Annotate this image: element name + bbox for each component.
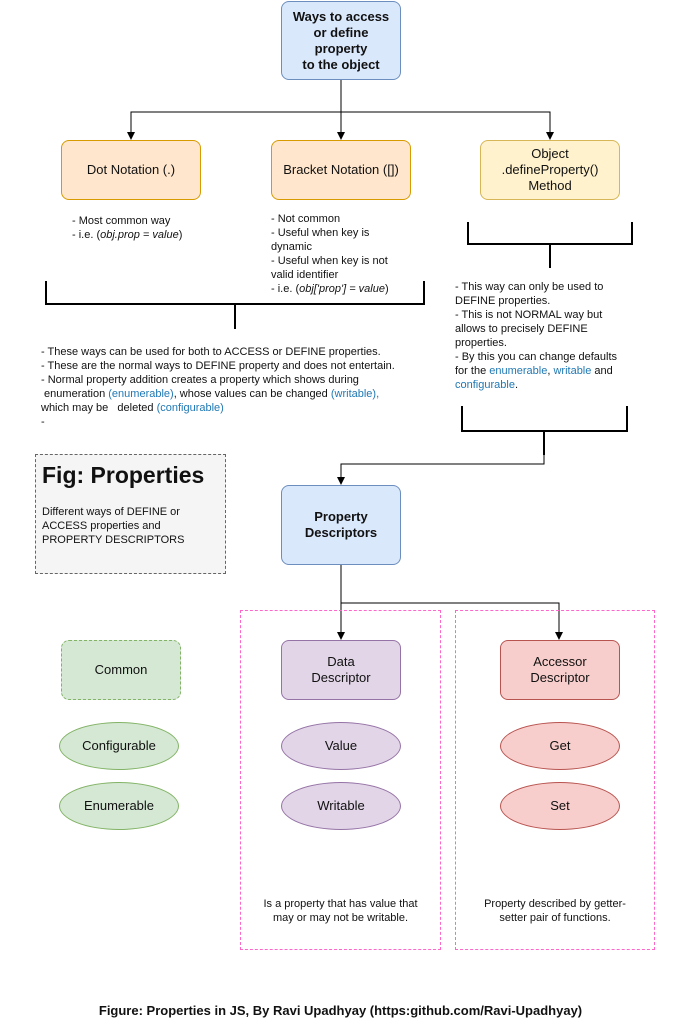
note-line: Property described by getter- xyxy=(484,898,626,910)
common-ways-notes: - These ways can be used for both to ACC… xyxy=(41,345,395,429)
note-line: allows to precisely DEFINE xyxy=(455,323,588,335)
accessor-descriptor-frame xyxy=(455,610,655,950)
note-line: - Most common way xyxy=(72,215,171,227)
note-line: - By this you can change defaults xyxy=(455,351,618,363)
note-line: enumeration (enumerable), whose values c… xyxy=(41,388,380,400)
note-line: - Useful when key is xyxy=(271,227,370,239)
define-property-line: Object xyxy=(531,146,569,161)
figure-description-line: PROPERTY DESCRIPTORS xyxy=(42,534,185,546)
configurable-label: Configurable xyxy=(82,738,156,753)
root-line: to the object xyxy=(302,56,380,72)
note-line: valid identifier xyxy=(271,269,339,281)
configurable-link: configurable xyxy=(455,379,515,391)
value-node[interactable]: Value xyxy=(281,722,401,770)
define-property-notes: - This way can only be used to DEFINE pr… xyxy=(455,280,617,392)
root-line: or define xyxy=(313,24,369,40)
figure-legend-box: Fig: Properties Different ways of DEFINE… xyxy=(35,454,226,574)
set-node[interactable]: Set xyxy=(500,782,620,830)
bracket-notation-node[interactable]: Bracket Notation ([]) xyxy=(271,140,411,200)
note-line: - Useful when key is not xyxy=(271,255,388,267)
brace-define-property xyxy=(467,222,633,268)
root-line: property xyxy=(314,40,368,56)
note-line: - These are the normal ways to DEFINE pr… xyxy=(41,360,395,372)
accessor-descriptor-line: Accessor xyxy=(533,654,587,669)
value-label: Value xyxy=(324,738,358,753)
root-line: Ways to access xyxy=(292,8,390,24)
data-descriptor-node[interactable]: Data Descriptor xyxy=(281,640,401,700)
figure-description: Different ways of DEFINE or ACCESS prope… xyxy=(42,505,184,547)
writable-link: writable xyxy=(553,365,592,377)
set-label: Set xyxy=(550,798,570,813)
enumerable-node[interactable]: Enumerable xyxy=(59,782,179,830)
configurable-link: (configurable) xyxy=(156,402,224,414)
bracket-notation-label: Bracket Notation ([]) xyxy=(283,162,399,177)
figure-caption: Figure: Properties in JS, By Ravi Upadhy… xyxy=(98,1003,583,1018)
edge-brace-to-descriptors xyxy=(337,432,545,485)
note-line: which may be deleted (configurable) xyxy=(41,402,224,414)
figure-description-line: ACCESS properties and xyxy=(42,520,161,532)
accessor-descriptor-line: Descriptor xyxy=(530,670,590,685)
writable-label: Writable xyxy=(317,798,365,813)
edge-descriptors-to-accessor xyxy=(341,602,563,640)
note-line: DEFINE properties. xyxy=(455,295,551,307)
property-descriptors-line: Descriptors xyxy=(304,525,378,540)
accessor-descriptor-node[interactable]: Accessor Descriptor xyxy=(500,640,620,700)
brace-define-notes xyxy=(461,406,628,455)
note-line: Is a property that has value that xyxy=(263,898,418,910)
note-line: configurable. xyxy=(455,379,518,391)
define-property-line: Method xyxy=(528,178,572,193)
enumerable-label: Enumerable xyxy=(83,798,155,813)
dot-notation-label: Dot Notation (.) xyxy=(86,162,176,177)
note-line: - xyxy=(41,416,45,428)
note-line: setter pair of functions. xyxy=(499,912,611,924)
note-line: - i.e. (obj['prop'] = value) xyxy=(271,283,389,295)
common-node[interactable]: Common xyxy=(61,640,181,700)
note-line: - These ways can be used for both to ACC… xyxy=(41,346,381,358)
enumerable-link: enumerable xyxy=(489,365,548,377)
configurable-node[interactable]: Configurable xyxy=(59,722,179,770)
note-line: - Normal property addition creates a pro… xyxy=(41,374,359,386)
note-line: - i.e. (obj.prop = value) xyxy=(72,229,183,241)
note-line: dynamic xyxy=(271,241,312,253)
note-line: - This is not NORMAL way but xyxy=(455,309,603,321)
note-line: for the enumerable, writable and xyxy=(455,365,613,377)
data-descriptor-line: Data xyxy=(327,654,355,669)
edge-root-to-dot xyxy=(127,80,342,140)
get-label: Get xyxy=(549,738,571,753)
data-descriptor-frame xyxy=(240,610,441,950)
brace-common-ways xyxy=(45,281,425,329)
figure-title: Fig: Properties xyxy=(42,462,205,488)
dot-notation-notes: - Most common way - i.e. (obj.prop = val… xyxy=(72,214,182,242)
note-line: may or may not be writable. xyxy=(272,912,409,924)
define-property-node[interactable]: Object .defineProperty() Method xyxy=(480,140,620,200)
define-property-line: .defineProperty() xyxy=(501,162,599,177)
note-line: - Not common xyxy=(271,213,341,225)
edge-root-to-define xyxy=(341,111,554,140)
bracket-notation-notes: - Not common - Useful when key is dynami… xyxy=(271,212,389,296)
figure-description-line: Different ways of DEFINE or xyxy=(42,506,180,518)
data-descriptor-line: Descriptor xyxy=(311,670,371,685)
note-line: properties. xyxy=(455,337,507,349)
note-line: - This way can only be used to xyxy=(455,281,604,293)
writable-link: (writable), xyxy=(330,388,380,400)
common-label: Common xyxy=(94,662,148,677)
property-descriptors-node[interactable]: Property Descriptors xyxy=(281,485,401,565)
dot-notation-node[interactable]: Dot Notation (.) xyxy=(61,140,201,200)
get-node[interactable]: Get xyxy=(500,722,620,770)
property-descriptors-line: Property xyxy=(314,509,368,524)
data-descriptor-note: Is a property that has value that may or… xyxy=(241,897,440,925)
accessor-descriptor-note: Property described by getter- setter pai… xyxy=(456,897,654,925)
enumerable-link: (enumerable) xyxy=(108,388,174,400)
root-node[interactable]: Ways to access or define property to the… xyxy=(281,1,401,80)
writable-node[interactable]: Writable xyxy=(281,782,401,830)
